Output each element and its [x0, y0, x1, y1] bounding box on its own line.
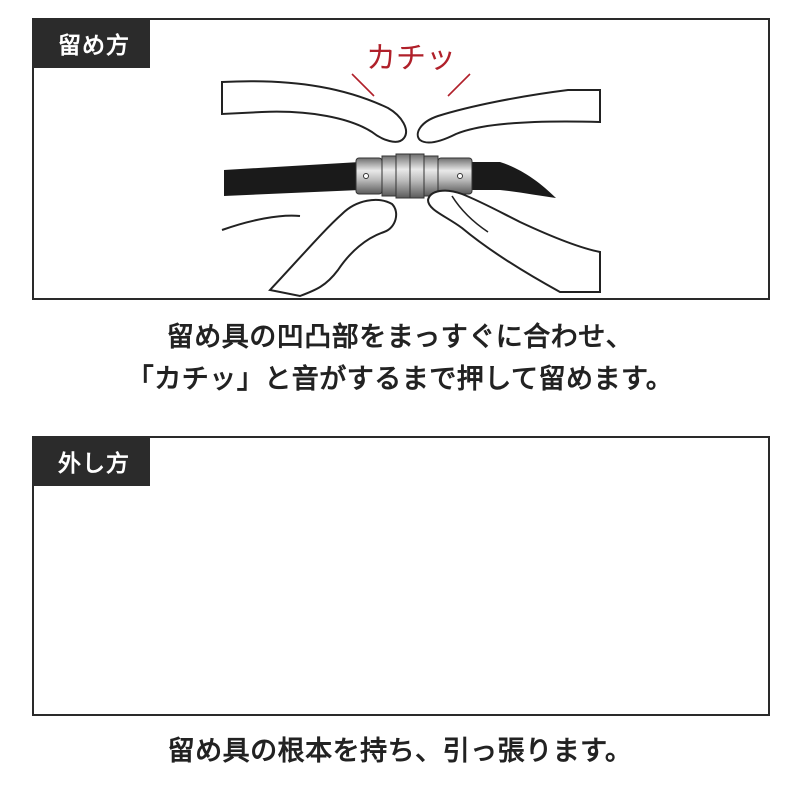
sound-line-right — [447, 73, 471, 97]
right-hand-top — [416, 89, 601, 144]
attach-caption-line-1: 留め具の凹凸部をまっすぐに合わせ、 — [166, 322, 634, 353]
right-thumb-nail — [451, 195, 489, 233]
clasp-right-body — [437, 157, 473, 195]
attach-caption-line-2: 「カチッ」と音がするまで押して留めます。 — [126, 364, 674, 395]
clasp-right-hole — [457, 173, 463, 179]
clasp-ring-4 — [423, 155, 439, 197]
detach-tab-label: 外し方 — [32, 436, 150, 486]
clasp-ring-1 — [381, 155, 397, 197]
left-hand-top — [221, 80, 407, 143]
clasp-ring-3 — [409, 153, 425, 199]
left-cord — [224, 162, 360, 196]
attach-illustration: カチッ — [221, 41, 601, 298]
left-hand-thumb — [268, 198, 398, 298]
left-hand-palm-line — [221, 214, 301, 231]
attach-tab-label: 留め方 — [32, 18, 150, 68]
sound-effect-text: カチッ — [366, 41, 456, 76]
right-cord — [470, 162, 556, 198]
detach-caption: 留め具の根本を持ち、引っ張ります。 — [167, 736, 633, 767]
detach-panel: 外し方 — [32, 436, 770, 716]
sound-line-left — [351, 73, 375, 97]
clasp-ring-2 — [395, 153, 411, 199]
clasp-left-hole — [363, 173, 369, 179]
right-hand-thumb — [426, 189, 601, 293]
